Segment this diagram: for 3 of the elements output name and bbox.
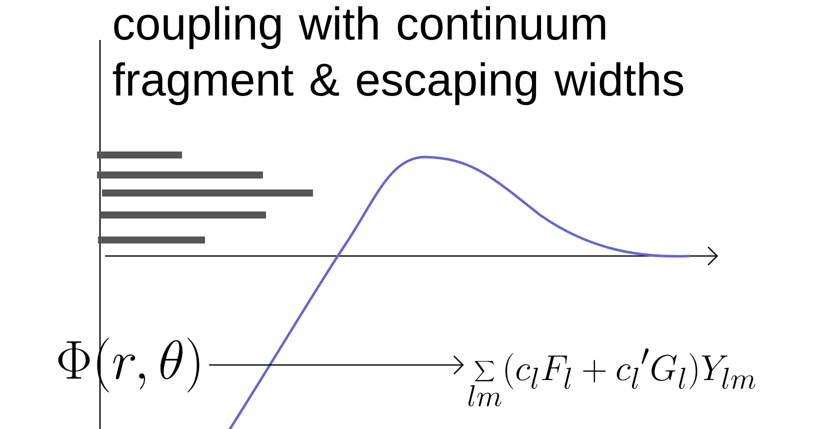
heading-text: coupling with continuum fragment & escaping widths [112, 6, 684, 106]
formula-sum: $\sum_{lm}(c_l F_l + c_l{}' G_l) Y_{lm}$ [468, 348, 756, 406]
arrow [209, 356, 464, 374]
